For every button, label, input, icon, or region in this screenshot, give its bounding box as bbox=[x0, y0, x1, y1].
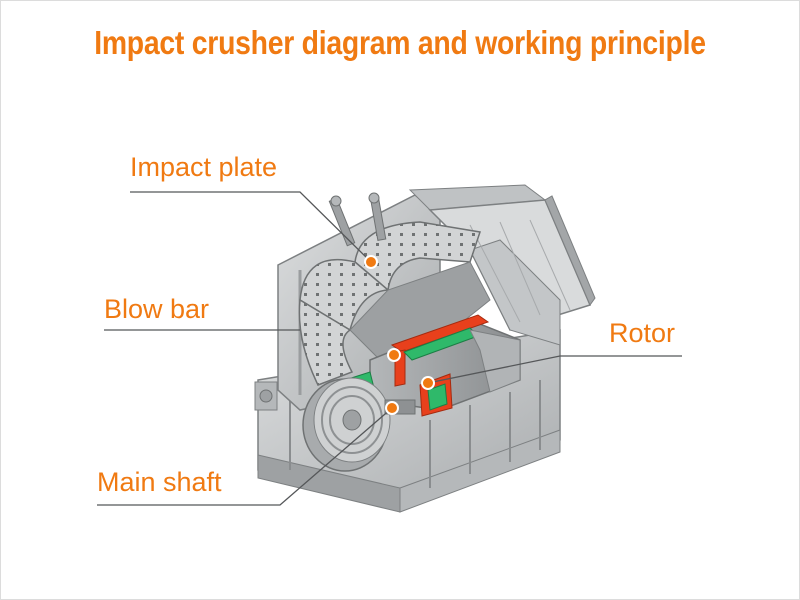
main-shaft-pulley bbox=[302, 377, 416, 472]
leader-lines bbox=[97, 191, 682, 506]
diagram-title: Impact crusher diagram and working princ… bbox=[94, 24, 706, 61]
marker-blow-bar bbox=[387, 348, 401, 362]
marker-impact-plate bbox=[364, 255, 378, 269]
label-main-shaft: Main shaft bbox=[97, 467, 222, 497]
label-blow-bar: Blow bar bbox=[104, 294, 210, 324]
adjusting-rods bbox=[328, 192, 387, 247]
marker-rotor bbox=[421, 376, 435, 390]
callout-markers bbox=[364, 255, 435, 415]
leader-rotor bbox=[427, 355, 682, 384]
blow-bar-liner bbox=[298, 298, 354, 386]
label-rotor: Rotor bbox=[609, 318, 676, 348]
label-impact-plate: Impact plate bbox=[130, 152, 278, 182]
marker-main-shaft bbox=[385, 401, 399, 415]
hinge-bracket bbox=[254, 381, 278, 411]
leader-impact-plate bbox=[130, 191, 372, 263]
leader-main-shaft bbox=[97, 407, 393, 506]
